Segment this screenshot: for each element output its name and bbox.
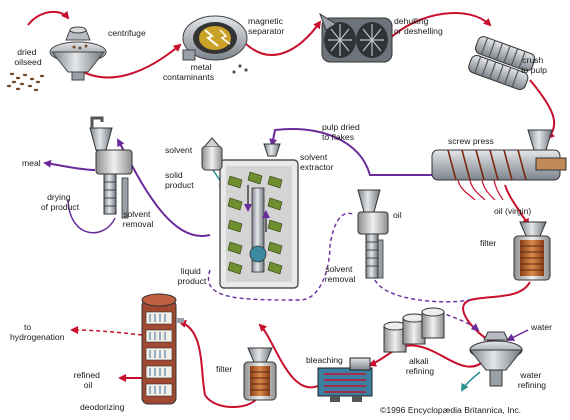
dried-oilseed-pile bbox=[6, 72, 45, 92]
flow-drying-to-meal bbox=[43, 159, 96, 171]
solvent-removal-mid bbox=[357, 189, 389, 279]
filter-right bbox=[513, 221, 551, 281]
label-magnetic-separator: magnetic separator bbox=[248, 16, 285, 36]
flow-water-in bbox=[506, 329, 529, 341]
flow-dehulling-to-crusher bbox=[387, 12, 492, 41]
label-solvent: solvent bbox=[165, 145, 193, 155]
flow-filter-to-deodorizer bbox=[178, 320, 259, 408]
label-centrifuge: centrifuge bbox=[108, 28, 146, 38]
solvent-extractor bbox=[201, 137, 299, 289]
flow-separator-to-dehulling bbox=[241, 20, 322, 56]
screw-press bbox=[431, 129, 567, 201]
flow-to-hydrogenation bbox=[70, 326, 143, 336]
water-refining-centrifuge bbox=[468, 331, 524, 387]
label-solvent-extractor: solvent extractor bbox=[300, 152, 334, 172]
centrifuge bbox=[49, 26, 107, 81]
flow-press-to-filter bbox=[504, 184, 529, 227]
label-water: water bbox=[530, 322, 552, 332]
flow-refining-waste bbox=[460, 371, 481, 392]
flow-cake-to-extractor bbox=[269, 128, 432, 176]
label-dried-oilseed: dried oilseed bbox=[14, 47, 41, 67]
label-meal: meal bbox=[22, 158, 41, 168]
dryer-left bbox=[89, 116, 133, 219]
flow-bleaching-to-filter bbox=[258, 323, 321, 389]
label-to-hydrogenation: to hydrogenation bbox=[10, 322, 65, 342]
label-screw-press: screw press bbox=[448, 136, 494, 146]
label-water-refining: water refining bbox=[518, 370, 546, 390]
dehuller bbox=[319, 12, 393, 63]
label-filter-bottom: filter bbox=[216, 364, 232, 374]
label-solvent-removal-mid: solvent removal bbox=[325, 264, 356, 284]
flow-lines bbox=[27, 10, 556, 408]
flow-removal-to-alkali bbox=[374, 279, 471, 303]
label-alkali-refining: alkali refining bbox=[406, 356, 434, 376]
copyright-notice: ©1996 Encyclopædia Britannica, Inc. bbox=[380, 405, 521, 415]
label-bleaching: bleaching bbox=[306, 355, 343, 365]
crusher-rollers bbox=[468, 36, 536, 91]
label-metal-contaminants: metal contaminants bbox=[163, 62, 214, 82]
label-solid-product: solid product bbox=[165, 170, 194, 190]
alkali-tanks bbox=[383, 307, 445, 353]
bleaching-tank bbox=[317, 357, 373, 402]
deodorizer-column bbox=[141, 293, 184, 405]
label-liquid-product: liquid product bbox=[178, 266, 207, 286]
label-deodorizing: deodorizing bbox=[80, 402, 125, 412]
flow-liquid-to-removal bbox=[207, 212, 356, 301]
label-drying-of-product: drying of product bbox=[41, 192, 80, 212]
flow-seed-to-centrifuge bbox=[27, 10, 70, 26]
label-refined-oil: refined oil bbox=[74, 370, 103, 390]
label-oil-virgin: oil (virgin) bbox=[494, 206, 531, 216]
flow-drying-loop bbox=[67, 199, 116, 234]
label-pulp-dried: pulp dried to flakes bbox=[322, 122, 362, 142]
label-crush-to-pulp: crush to pulp bbox=[521, 55, 547, 75]
filter-bottom bbox=[243, 347, 277, 401]
flow-centrifuge-to-separator bbox=[75, 43, 182, 79]
label-filter-right: filter bbox=[480, 238, 496, 248]
label-oil: oil bbox=[393, 210, 402, 220]
label-dehulling: dehulling or deshelling bbox=[394, 16, 443, 36]
labels: dried oilseed centrifuge magnetic separa… bbox=[10, 16, 552, 415]
flow-crusher-to-press bbox=[529, 79, 556, 140]
magnetic-separator bbox=[182, 15, 248, 74]
label-solvent-removal-left: solvent removal bbox=[123, 209, 154, 229]
